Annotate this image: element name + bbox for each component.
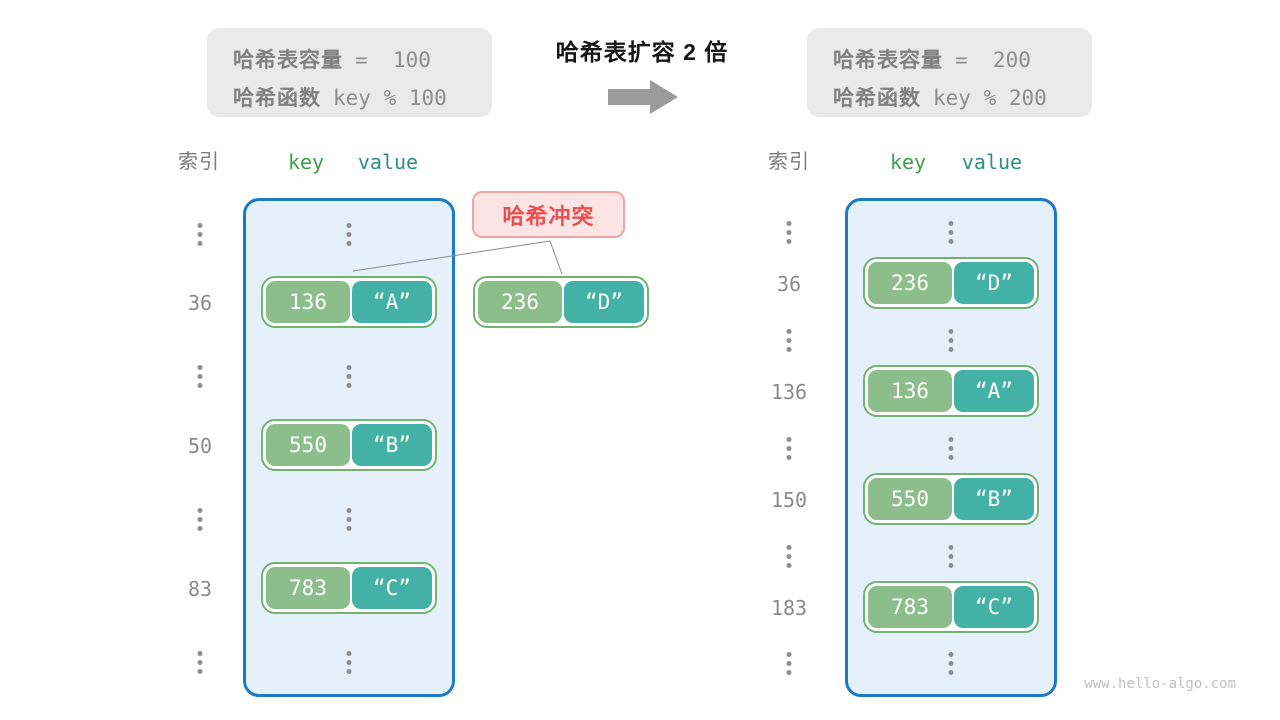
value-cell: “B” bbox=[954, 478, 1034, 520]
capacity-label: 哈希表容量 bbox=[833, 49, 943, 72]
ellipsis-icon bbox=[197, 223, 203, 246]
right-index-header: 索引 bbox=[768, 151, 810, 173]
ellipsis-icon bbox=[197, 508, 203, 531]
diagram-title: 哈希表扩容 2 倍 bbox=[555, 39, 729, 65]
ellipsis-icon bbox=[346, 508, 352, 531]
right-index-label: 183 bbox=[770, 596, 808, 620]
key-cell: 136 bbox=[868, 370, 952, 412]
hash-function-value: key % 200 bbox=[933, 86, 1047, 110]
left-index-header: 索引 bbox=[178, 151, 220, 173]
right-entry-pair: 783 “C” bbox=[863, 581, 1039, 633]
left-entry-pair: 136 “A” bbox=[261, 276, 437, 328]
site-watermark: www.hello-algo.com bbox=[1084, 676, 1236, 692]
hash-function-line: 哈希函数 key % 100 bbox=[233, 79, 492, 117]
ellipsis-icon bbox=[346, 223, 352, 246]
capacity-box-before: 哈希表容量 = 100 哈希函数 key % 100 bbox=[207, 28, 492, 117]
capacity-line: 哈希表容量 = 200 bbox=[833, 41, 1092, 79]
right-value-header: value bbox=[961, 150, 1023, 174]
ellipsis-icon bbox=[948, 329, 954, 352]
ellipsis-icon bbox=[786, 545, 792, 568]
value-cell: “B” bbox=[352, 424, 432, 466]
hash-function-label: 哈希函数 bbox=[833, 87, 921, 110]
ellipsis-icon bbox=[948, 221, 954, 244]
capacity-line: 哈希表容量 = 100 bbox=[233, 41, 492, 79]
value-cell: “D” bbox=[954, 262, 1034, 304]
value-cell: “A” bbox=[352, 281, 432, 323]
colliding-entry-pair: 236 “D” bbox=[473, 276, 649, 328]
right-index-label: 150 bbox=[770, 488, 808, 512]
capacity-value: = 200 bbox=[955, 48, 1031, 72]
ellipsis-icon bbox=[948, 437, 954, 460]
ellipsis-icon bbox=[948, 652, 954, 675]
right-entry-pair: 136 “A” bbox=[863, 365, 1039, 417]
left-index-label: 83 bbox=[187, 577, 213, 601]
ellipsis-icon bbox=[197, 365, 203, 388]
left-entry-pair: 550 “B” bbox=[261, 419, 437, 471]
ellipsis-icon bbox=[948, 545, 954, 568]
key-cell: 136 bbox=[266, 281, 350, 323]
right-entry-pair: 236 “D” bbox=[863, 257, 1039, 309]
right-index-label: 36 bbox=[776, 272, 802, 296]
key-cell: 550 bbox=[868, 478, 952, 520]
right-arrow-icon bbox=[608, 80, 678, 114]
ellipsis-icon bbox=[346, 365, 352, 388]
value-cell: “D” bbox=[564, 281, 644, 323]
key-cell: 783 bbox=[868, 586, 952, 628]
ellipsis-icon bbox=[786, 652, 792, 675]
hash-function-value: key % 100 bbox=[333, 86, 447, 110]
key-cell: 783 bbox=[266, 567, 350, 609]
value-cell: “C” bbox=[352, 567, 432, 609]
capacity-label: 哈希表容量 bbox=[233, 49, 343, 72]
hash-function-label: 哈希函数 bbox=[233, 87, 321, 110]
capacity-value: = 100 bbox=[355, 48, 431, 72]
left-value-header: value bbox=[357, 150, 419, 174]
left-key-header: key bbox=[287, 150, 325, 174]
left-index-label: 36 bbox=[187, 291, 213, 315]
value-cell: “C” bbox=[954, 586, 1034, 628]
hash-function-line: 哈希函数 key % 200 bbox=[833, 79, 1092, 117]
ellipsis-icon bbox=[786, 329, 792, 352]
ellipsis-icon bbox=[346, 651, 352, 674]
right-key-header: key bbox=[889, 150, 927, 174]
right-entry-pair: 550 “B” bbox=[863, 473, 1039, 525]
key-cell: 550 bbox=[266, 424, 350, 466]
hash-collision-badge: 哈希冲突 bbox=[472, 191, 625, 238]
key-cell: 236 bbox=[478, 281, 562, 323]
left-index-label: 50 bbox=[187, 434, 213, 458]
value-cell: “A” bbox=[954, 370, 1034, 412]
ellipsis-icon bbox=[197, 651, 203, 674]
ellipsis-icon bbox=[786, 221, 792, 244]
left-entry-pair: 783 “C” bbox=[261, 562, 437, 614]
key-cell: 236 bbox=[868, 262, 952, 304]
right-index-label: 136 bbox=[770, 380, 808, 404]
capacity-box-after: 哈希表容量 = 200 哈希函数 key % 200 bbox=[807, 28, 1092, 117]
ellipsis-icon bbox=[786, 437, 792, 460]
